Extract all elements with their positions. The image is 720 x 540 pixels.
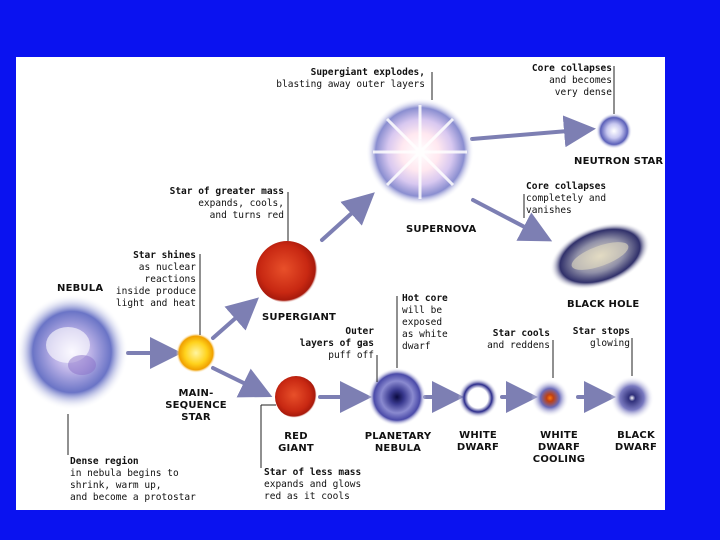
note-hot-core: Hot core will be exposed as white dwarf [402, 293, 448, 352]
main-sequence-star-image [176, 333, 216, 373]
note-less-mass: Star of less mass expands and glows red … [264, 467, 362, 502]
arrow-supergiant-to-supernova [320, 192, 375, 242]
leader-lines [67, 66, 633, 468]
arrow-main-sequence-to-red-giant [211, 366, 273, 398]
black-dwarf-image [610, 376, 654, 420]
nebula-image [16, 294, 128, 410]
note-greater-mass: Star of greater mass expands, cools, and… [169, 186, 284, 221]
note-star-cools: Star cools and reddens [487, 328, 550, 351]
red-giant-image [275, 376, 317, 418]
note-star-shines: Star shines as nuclear reactions inside … [115, 250, 196, 309]
note-dense-region: Dense region in nebula begins to shrink,… [70, 456, 196, 503]
white-dwarf-image [458, 378, 498, 418]
white-dwarf-cooling-image [531, 379, 569, 417]
planetary-nebula-image [368, 368, 426, 426]
note-outer-layers: Outer layers of gas puff off [299, 326, 374, 361]
arrow-main-sequence-to-supergiant [211, 297, 259, 340]
supergiant-image [256, 241, 318, 303]
label-supernova: SUPERNOVA [406, 224, 477, 235]
flow-arrows [126, 115, 616, 413]
label-neutron-star: NEUTRON STAR [574, 156, 664, 167]
neutron-star-image [596, 113, 632, 149]
note-core-collapses-vanishes: Core collapses completely and vanishes [526, 181, 607, 216]
label-black-hole: BLACK HOLE [567, 299, 640, 310]
note-supergiant-explodes: Supergiant explodes, blasting away outer… [276, 67, 425, 90]
note-star-stops: Star stops glowing [572, 326, 630, 349]
supernova-image [366, 98, 474, 206]
note-core-collapses-dense: Core collapses and becomes very dense [531, 63, 612, 98]
arrow-supernova-to-black-hole [471, 198, 553, 242]
black-hole-image [550, 222, 650, 290]
label-supergiant: SUPERGIANT [262, 312, 337, 323]
arrow-supernova-to-neutron-star [470, 115, 596, 148]
label-nebula: NEBULA [57, 283, 104, 294]
